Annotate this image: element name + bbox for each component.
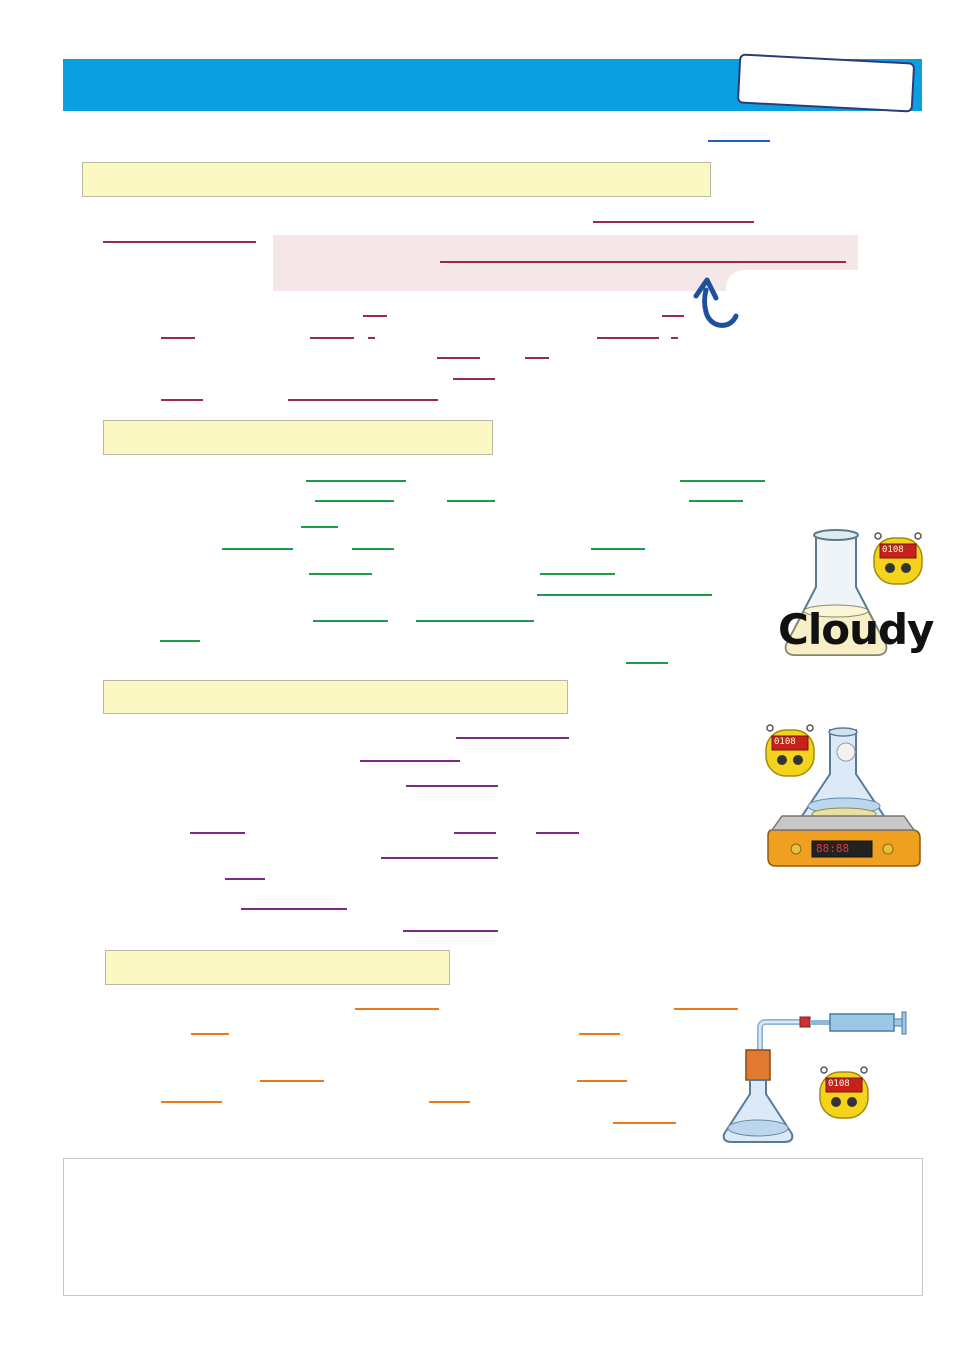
cloudy-label: Cloudy (778, 605, 934, 654)
blank-line[interactable] (161, 399, 203, 401)
blank-line[interactable] (525, 357, 549, 359)
blank-line[interactable] (313, 620, 388, 622)
blank-line[interactable] (626, 662, 668, 664)
stopwatch-icon (765, 724, 815, 777)
blank-line[interactable] (301, 526, 338, 528)
blank-line[interactable] (222, 548, 293, 550)
blank-line[interactable] (536, 832, 579, 834)
blank-line[interactable] (306, 480, 406, 482)
notes-box[interactable] (63, 1158, 923, 1296)
blank-line[interactable] (579, 1033, 620, 1035)
stopwatch-icon (819, 1066, 869, 1119)
blank-line[interactable] (161, 337, 195, 339)
stopwatch-icon (873, 532, 923, 585)
stopwatch-readout: 0108 (774, 737, 796, 747)
section-heading-4 (105, 950, 450, 985)
blank-line[interactable] (403, 930, 498, 932)
section-heading-2 (103, 420, 493, 455)
blank-line[interactable] (406, 785, 498, 787)
blank-line[interactable] (437, 357, 480, 359)
cloudy-flask-illustration (784, 529, 888, 656)
callout-notch (726, 270, 866, 300)
blank-line[interactable] (241, 908, 347, 910)
blank-line[interactable] (671, 337, 678, 339)
blank-line[interactable] (161, 1101, 222, 1103)
stopwatch-readout: 0108 (828, 1079, 850, 1089)
blank-line[interactable] (537, 594, 712, 596)
blank-line[interactable] (456, 737, 569, 739)
blank-line[interactable] (288, 399, 438, 401)
stopwatch-readout: 0108 (882, 545, 904, 555)
blank-line[interactable] (674, 1008, 738, 1010)
blank-line[interactable] (225, 878, 265, 880)
blank-line[interactable] (360, 760, 460, 762)
blank-line[interactable] (613, 1122, 676, 1124)
blank-line[interactable] (597, 337, 659, 339)
balance-flask-illustration (767, 727, 921, 867)
blank-line[interactable] (454, 832, 496, 834)
blank-line[interactable] (355, 1008, 439, 1010)
section-heading-1 (82, 162, 711, 197)
blank-line[interactable] (416, 620, 534, 622)
blank-line[interactable] (680, 480, 765, 482)
blank-line[interactable] (447, 500, 495, 502)
blank-line[interactable] (591, 548, 645, 550)
blank-line[interactable] (429, 1101, 470, 1103)
blank-line[interactable] (315, 500, 394, 502)
blank-line[interactable] (260, 1080, 324, 1082)
section-heading-3 (103, 680, 568, 714)
blank-line[interactable] (453, 378, 495, 380)
blank-line[interactable] (352, 548, 394, 550)
blank-line[interactable] (191, 1033, 229, 1035)
blank-line[interactable] (662, 315, 684, 317)
blank-line[interactable] (689, 500, 743, 502)
blank-line[interactable] (381, 857, 498, 859)
blank-line[interactable] (309, 573, 372, 575)
blank-line[interactable] (160, 640, 200, 642)
gas-syringe-apparatus-illustration (722, 1011, 907, 1143)
blank-line[interactable] (440, 261, 846, 263)
title-tag-box (736, 53, 916, 113)
blank-line[interactable] (540, 573, 615, 575)
balance-readout: 88:88 (816, 842, 850, 855)
curved-arrow-icon (693, 277, 739, 328)
blank-line[interactable] (368, 337, 375, 339)
blank-line[interactable] (577, 1080, 627, 1082)
blank-line[interactable] (310, 337, 354, 339)
blank-line[interactable] (190, 832, 245, 834)
blank-line[interactable] (593, 221, 754, 223)
blank-line[interactable] (708, 140, 770, 142)
blank-line[interactable] (363, 315, 387, 317)
blank-line[interactable] (103, 241, 256, 243)
